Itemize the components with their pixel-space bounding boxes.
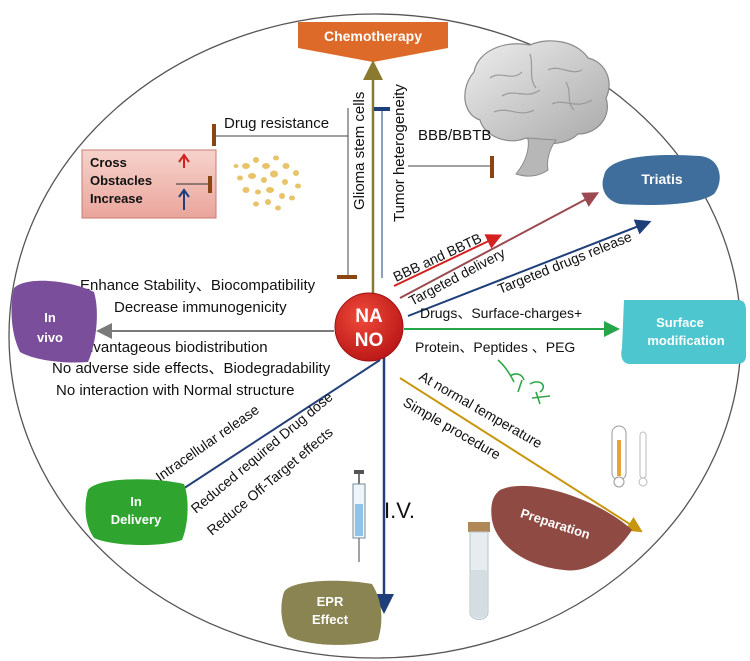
targeted-drugs-release-arrow — [407, 219, 652, 317]
legend-down-arrow-icon — [178, 188, 190, 210]
legend-obstacles: Obstacles — [90, 173, 152, 188]
in-delivery-node[interactable]: In Delivery — [85, 479, 188, 546]
in-delivery-arrow — [159, 359, 381, 505]
in-delivery-label-line2: Delivery — [111, 512, 162, 527]
legend-increase: Increase — [90, 191, 143, 206]
triatis-node[interactable]: Triatis — [602, 154, 720, 205]
in-vivo-label-line2: vivo — [37, 330, 63, 345]
handwriting-mark — [497, 359, 551, 405]
bbb-bbtb-bar — [490, 156, 494, 178]
in-vivo-label-line1: In — [44, 310, 56, 325]
legend-cross: Cross — [90, 155, 127, 170]
no-interaction-label: No interaction with Normal structure — [56, 382, 294, 399]
chemotherapy-label: Chemotherapy — [324, 28, 422, 44]
no-adverse-side-effects-label: No adverse side effects、Biodegradability — [52, 360, 331, 377]
targeted-drugs-release-label: Targeted drugs release — [495, 228, 634, 297]
advantageous-biodistribution-label: Advantageous biodistribution — [75, 339, 268, 356]
bbb-and-bbtb-arrow — [393, 234, 503, 287]
tumor-heterogeneity-label: Tumor heterogeneity — [391, 84, 408, 222]
nano-center-node[interactable]: NA NO — [334, 292, 404, 362]
targeted-delivery-arrow — [399, 192, 600, 299]
legend-up-arrow-icon — [178, 153, 190, 168]
surface-modification-node[interactable]: Surface modification — [621, 300, 746, 364]
drug-resistance-bar — [212, 124, 216, 146]
in-delivery-label-line1: In — [130, 494, 142, 509]
chemotherapy-node[interactable]: Chemotherapy — [298, 22, 448, 62]
center-label-line1: NA — [355, 306, 383, 327]
tumor-heterogeneity-bar — [374, 107, 390, 111]
epr-effect-label-line1: EPR — [317, 594, 344, 609]
in-vivo-node[interactable]: In vivo — [11, 280, 97, 363]
obstacle-legend: Cross Obstacles Increase — [81, 149, 217, 219]
center-label-line2: NO — [355, 330, 384, 351]
brain-icon — [464, 40, 610, 177]
protein-peptides-peg-label: Protein、Peptides 、PEG — [415, 339, 575, 355]
preparation-node[interactable]: Preparation — [491, 485, 632, 571]
epr-effect-node[interactable]: EPR Effect — [281, 580, 382, 645]
glioma-stem-cells-label: Glioma stem cells — [351, 92, 368, 210]
glioma-inhibit-bar — [337, 275, 357, 279]
preparation-arrow — [399, 377, 643, 533]
enhance-stability-label: Enhance Stability、Biocompatibility — [80, 277, 316, 294]
legend-inhibit-bar — [208, 176, 212, 193]
cell-cluster-icon — [233, 155, 301, 211]
syringe-icon — [352, 470, 366, 562]
surface-modification-label-line2: modification — [647, 333, 724, 348]
iv-label: I.V. — [384, 498, 415, 523]
surface-modification-label-line1: Surface — [656, 315, 704, 330]
test-tube-icon — [468, 522, 490, 620]
drug-resistance-label: Drug resistance — [224, 115, 329, 132]
thermometer-icon — [611, 425, 648, 488]
bbb-bbtb-top-label: BBB/BBTB — [418, 127, 491, 144]
triatis-label: Triatis — [641, 171, 682, 187]
drugs-surface-charges-label: Drugs、Surface-charges+ — [420, 305, 582, 321]
epr-effect-label-line2: Effect — [312, 612, 349, 627]
decrease-immunogenicity-label: Decrease immunogenicity — [114, 299, 287, 316]
